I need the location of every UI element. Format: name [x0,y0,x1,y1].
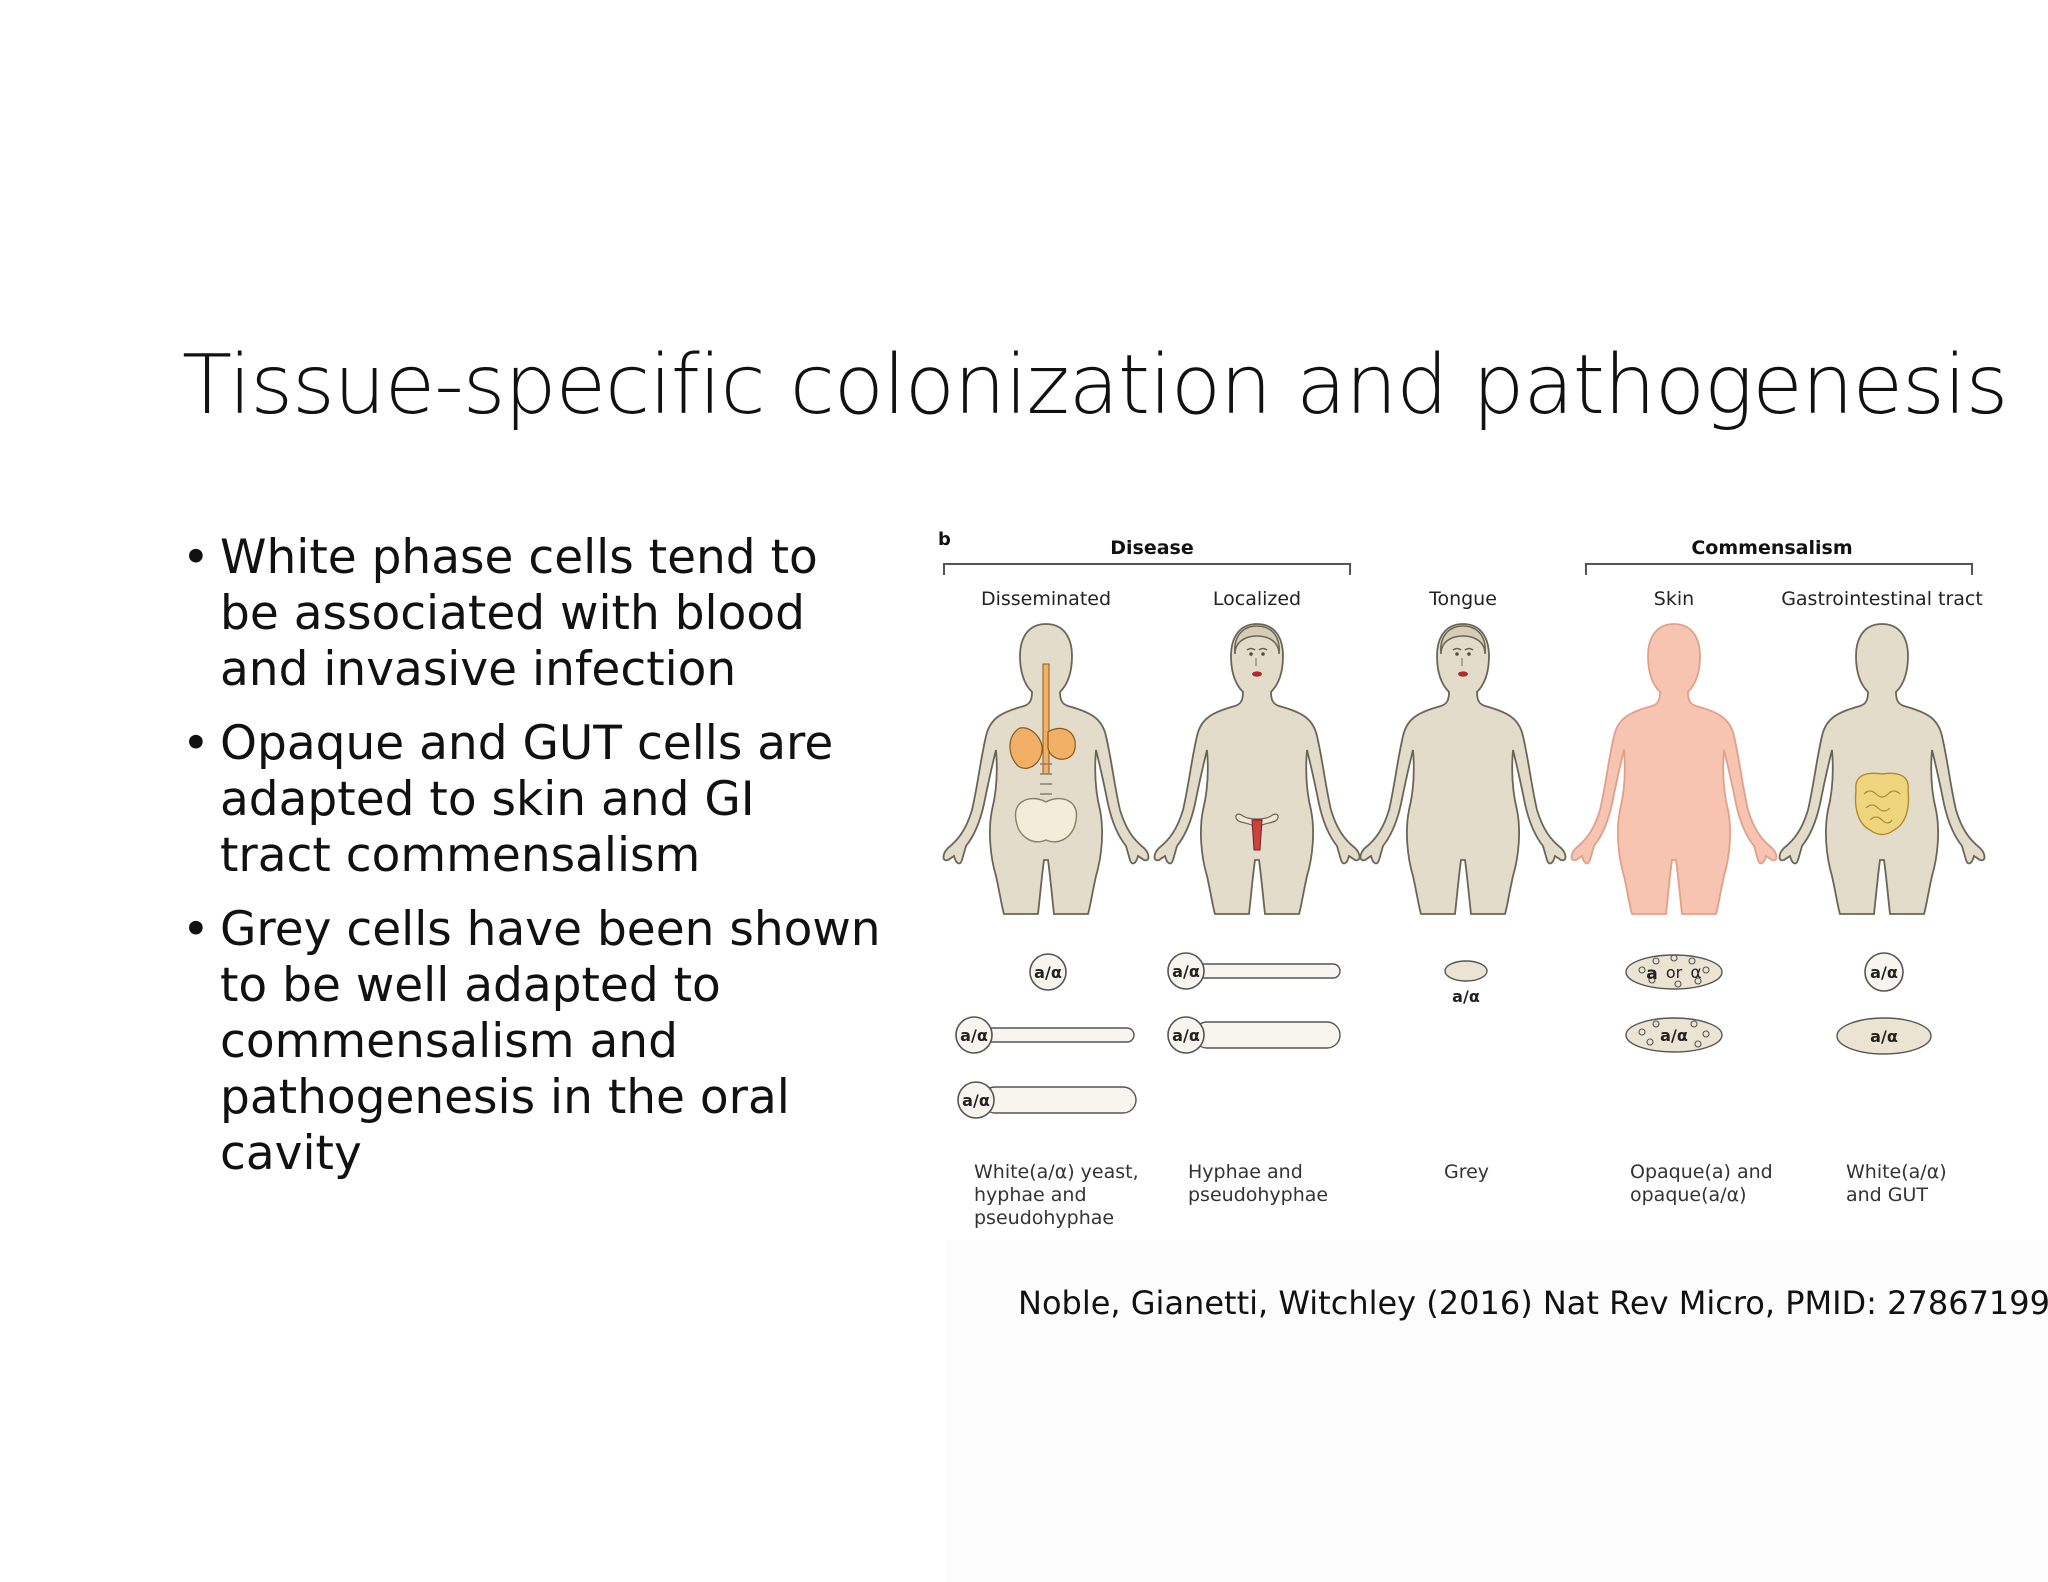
site-label-disseminated: Disseminated [981,588,1111,610]
svg-text:White(a/α): White(a/α) [1846,1161,1947,1183]
body-tongue [1359,623,1567,915]
candida-tissue-figure: b Disease Commensalism Disseminated Loca… [938,529,1986,1229]
bullet-line: be associated with blood [220,586,805,641]
svg-text:a/α: a/α [1870,1027,1898,1046]
svg-text:a/α: a/α [962,1091,990,1110]
site-label-localized: Localized [1213,588,1301,610]
bullet-item: • Grey cells have been shown to be well … [182,902,882,1182]
body-disseminated [942,623,1150,915]
cell-pseudohypha: a/α [957,1081,1137,1119]
bullet-line: Grey cells have been shown [220,902,881,957]
cell-opaque-a: a or α [1625,954,1723,990]
bullet-item: • Opaque and GUT cells are adapted to sk… [182,716,882,884]
bullet-line: White phase cells tend to [220,530,818,585]
bullet-line: cavity [220,1126,362,1181]
svg-text:hyphae and: hyphae and [974,1184,1087,1206]
bullet-line: adapted to skin and GI [220,772,755,827]
disease-bracket [943,563,1351,575]
svg-text:Opaque(a) and: Opaque(a) and [1630,1161,1773,1183]
body-localized [1153,623,1361,915]
site-label-gi-tract: Gastrointestinal tract [1781,588,1983,610]
body-gi-tract [1778,623,1986,915]
cell-pseudohypha: a/α [1167,1016,1341,1054]
caption-localized: Hyphae and pseudohyphae [1188,1161,1328,1206]
svg-text:a/α: a/α [1172,1026,1200,1045]
group-label-disease: Disease [1110,537,1194,559]
bullet-line: tract commensalism [220,828,701,883]
svg-text:a/α: a/α [1172,962,1200,981]
svg-text:a/α: a/α [1452,987,1480,1006]
svg-text:Hyphae and: Hyphae and [1188,1161,1303,1183]
caption-gi-tract: White(a/α) and GUT [1846,1161,1947,1206]
cell-white: a/α [1864,952,1904,992]
svg-text:Grey: Grey [1444,1161,1489,1183]
pelvis-icon [1014,797,1078,843]
svg-text:and GUT: and GUT [1846,1184,1928,1206]
intestine-icon [1854,772,1910,836]
cell-hypha: a/α [1167,952,1341,990]
site-label-skin: Skin [1654,588,1694,610]
panel-letter: b [938,529,951,550]
bullet-line: pathogenesis in the oral [220,1070,790,1125]
bullet-marker: • [182,902,210,957]
caption-disseminated: White(a/α) yeast, hyphae and pseudohypha… [974,1161,1139,1229]
caption-tongue: Grey [1444,1161,1489,1183]
bullet-line: and invasive infection [220,642,737,697]
body-skin [1570,623,1778,915]
stomach-icon [1047,727,1076,760]
cell-gut: a/α [1836,1017,1932,1055]
bullet-item: • White phase cells tend to be associate… [182,530,882,698]
cell-hypha: a/α [955,1016,1135,1054]
bullet-line: Opaque and GUT cells are [220,716,834,771]
svg-text:or: or [1666,963,1683,982]
bullet-marker: • [182,530,210,585]
liver-icon [1009,727,1043,769]
figure-background [945,1240,2048,1582]
cell-grey: a/α [1444,960,1488,1006]
cell-yeast: a/α [1029,953,1067,991]
bullet-line: commensalism and [220,1014,678,1069]
site-label-tongue: Tongue [1428,588,1497,610]
svg-text:a/α: a/α [1660,1026,1688,1045]
svg-text:a: a [1646,964,1657,984]
group-label-commensalism: Commensalism [1691,537,1852,559]
svg-text:White(a/α) yeast,: White(a/α) yeast, [974,1161,1139,1183]
caption-skin: Opaque(a) and opaque(a/α) [1630,1161,1773,1206]
svg-text:pseudohyphae: pseudohyphae [1188,1184,1328,1206]
bullet-marker: • [182,716,210,771]
svg-text:a/α: a/α [1870,963,1898,982]
svg-text:α: α [1690,963,1701,983]
svg-text:a/α: a/α [960,1026,988,1045]
cell-opaque-a-alpha: a/α [1625,1017,1723,1053]
bullet-list: • White phase cells tend to be associate… [182,530,882,1200]
slide-title: Tissue-specific colonization and pathoge… [182,338,2008,433]
bullet-line: to be well adapted to [220,958,721,1013]
commensalism-bracket [1585,563,1973,575]
uterus-icon [1251,819,1263,851]
citation: Noble, Gianetti, Witchley (2016) Nat Rev… [1018,1284,2048,1322]
svg-text:a/α: a/α [1034,963,1062,982]
svg-text:pseudohyphae: pseudohyphae [974,1207,1114,1229]
svg-text:opaque(a/α): opaque(a/α) [1630,1184,1747,1206]
spine-icon [1040,763,1052,795]
